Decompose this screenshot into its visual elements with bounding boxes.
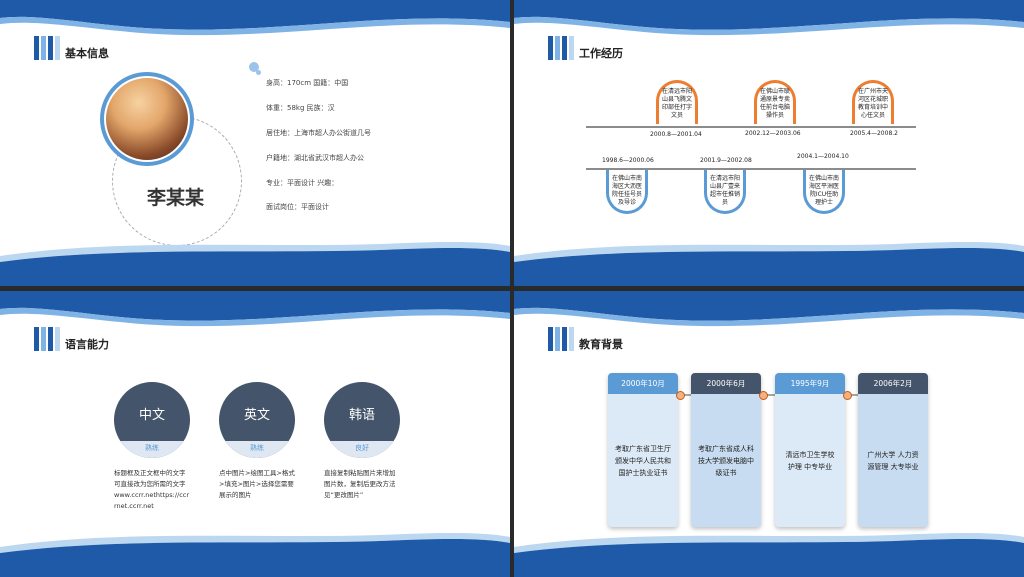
language-name: 中文 <box>138 408 165 423</box>
language-circle-korean[interactable]: 韩语 良好 <box>324 382 400 458</box>
education-text: 考取广东省成人科技大学颁发电脑中级证书 <box>698 444 754 477</box>
timeline-date: 2002.12—2003.06 <box>745 130 801 137</box>
language-name: 韩语 <box>348 408 375 423</box>
slide-title: 基本信息 <box>34 36 109 60</box>
language-level: 良好 <box>324 441 400 458</box>
title-bars-icon <box>548 327 574 351</box>
title-bars-icon <box>34 36 60 60</box>
slide-title-text: 教育背景 <box>579 338 623 351</box>
timeline-item-text: 在广州市天河区花城职教育培训中心任文员 <box>858 87 889 119</box>
language-description: 标题框及正文框中的文字可直接改为您所需的文字www.ccrr.nethttps:… <box>114 469 190 510</box>
dot-decoration-small <box>256 70 261 75</box>
bottom-wave-decoration <box>514 242 1024 286</box>
timeline-line-bottom <box>586 168 916 170</box>
language-circle-chinese[interactable]: 中文 熟练 <box>114 382 190 458</box>
slide-title-text: 语言能力 <box>65 338 109 351</box>
info-line-household: 户籍地：湖北省武汉市超人办公 <box>266 154 364 162</box>
slide-title: 工作经历 <box>548 36 623 60</box>
language-description: 直接复制粘贴图片来增加图片数，复制后更改方法见“更改图片” <box>324 469 396 499</box>
timeline-item[interactable]: 在佛山市南海区平洲医院ICU任助理护士 <box>803 170 845 214</box>
timeline-item-text: 在佛山市南海区大沥医院任挂号员及导诊 <box>612 174 643 206</box>
education-date: 1995年9月 <box>775 373 845 394</box>
education-text: 考取广东省卫生厅颁发中华人民共和国护士执业证书 <box>615 444 671 477</box>
timeline-item[interactable]: 在清远市阳山县广壹来超市任推销员 <box>704 170 746 214</box>
education-card[interactable]: 1995年9月 清远市卫生学校 护理 中专毕业 <box>775 373 845 527</box>
top-wave-decoration <box>514 0 1024 36</box>
info-line-residence: 居住地：上海市超人办公街道几号 <box>266 129 371 137</box>
slide-work-experience[interactable]: 工作经历 在清远市阳山县飞腾文印部任打字文员 2000.8—2001.04 在佛… <box>514 0 1024 286</box>
education-text: 清远市卫生学校 护理 中专毕业 <box>785 450 835 471</box>
avatar-photo <box>104 76 190 162</box>
education-date: 2006年2月 <box>858 373 928 394</box>
slide-title-text: 基本信息 <box>65 47 109 60</box>
language-description: 点中图片>绘图工具>格式>填充>图片>选择您需要展示的图片 <box>219 469 295 499</box>
timeline-line-top <box>586 126 916 128</box>
timeline-date: 2005.4—2008.2 <box>850 130 898 137</box>
timeline-date: 2000.8—2001.04 <box>650 131 702 138</box>
title-bars-icon <box>548 36 574 60</box>
top-wave-decoration <box>514 291 1024 327</box>
education-text: 广州大学 人力资源管理 大专毕业 <box>867 450 919 471</box>
top-wave-decoration <box>0 0 510 36</box>
info-line-weight-ethnicity: 体重：58kg 民族：汉 <box>266 104 335 112</box>
slide-title: 教育背景 <box>548 327 623 351</box>
dot-decoration <box>249 62 259 72</box>
timeline-date: 2001.9—2002.08 <box>700 157 752 164</box>
timeline-item[interactable]: 在清远市阳山县飞腾文印部任打字文员 <box>656 80 698 124</box>
slide-basic-info[interactable]: 基本信息 李某某 身高：170cm 国籍：中国 体重：58kg 民族：汉 居住地… <box>0 0 510 286</box>
timeline-item-text: 在佛山市联通原景专卖任前台电脑操作员 <box>760 87 791 119</box>
person-name: 李某某 <box>147 187 205 209</box>
language-circle-english[interactable]: 英文 熟练 <box>219 382 295 458</box>
education-date: 2000年10月 <box>608 373 678 394</box>
education-card[interactable]: 2000年10月 考取广东省卫生厅颁发中华人民共和国护士执业证书 <box>608 373 678 527</box>
timeline-date: 2004.1—2004.10 <box>797 153 849 160</box>
slide-education[interactable]: 教育背景 2000年10月 考取广东省卫生厅颁发中华人民共和国护士执业证书 20… <box>514 291 1024 577</box>
education-date: 2000年6月 <box>691 373 761 394</box>
education-card[interactable]: 2006年2月 广州大学 人力资源管理 大专毕业 <box>858 373 928 527</box>
timeline-item-text: 在清远市阳山县飞腾文印部任打字文员 <box>662 87 693 119</box>
timeline-item[interactable]: 在佛山市南海区大沥医院任挂号员及导诊 <box>606 170 648 214</box>
avatar[interactable] <box>100 72 194 166</box>
timeline-item[interactable]: 在广州市天河区花城职教育培训中心任文员 <box>852 80 894 124</box>
slide-language-skills[interactable]: 语言能力 中文 熟练 标题框及正文框中的文字可直接改为您所需的文字www.ccr… <box>0 291 510 577</box>
education-card[interactable]: 2000年6月 考取广东省成人科技大学颁发电脑中级证书 <box>691 373 761 527</box>
slide-title-text: 工作经历 <box>579 47 623 60</box>
timeline-date: 1998.6—2000.06 <box>602 157 654 164</box>
slide-title: 语言能力 <box>34 327 109 351</box>
bottom-wave-decoration <box>0 533 510 577</box>
language-level: 熟练 <box>219 441 295 458</box>
info-line-position: 面试岗位：平面设计 <box>266 203 329 211</box>
info-line-height-nationality: 身高：170cm 国籍：中国 <box>266 79 349 87</box>
timeline-item[interactable]: 在佛山市联通原景专卖任前台电脑操作员 <box>754 80 796 124</box>
language-level: 熟练 <box>114 441 190 458</box>
info-line-major-interest: 专业：平面设计 兴趣： <box>266 179 339 187</box>
title-bars-icon <box>34 327 60 351</box>
language-name: 英文 <box>243 408 270 423</box>
top-wave-decoration <box>0 291 510 327</box>
timeline-item-text: 在佛山市南海区平洲医院ICU任助理护士 <box>809 174 840 206</box>
bottom-wave-decoration <box>514 533 1024 577</box>
bottom-wave-decoration <box>0 242 510 286</box>
timeline-item-text: 在清远市阳山县广壹来超市任推销员 <box>710 174 741 206</box>
